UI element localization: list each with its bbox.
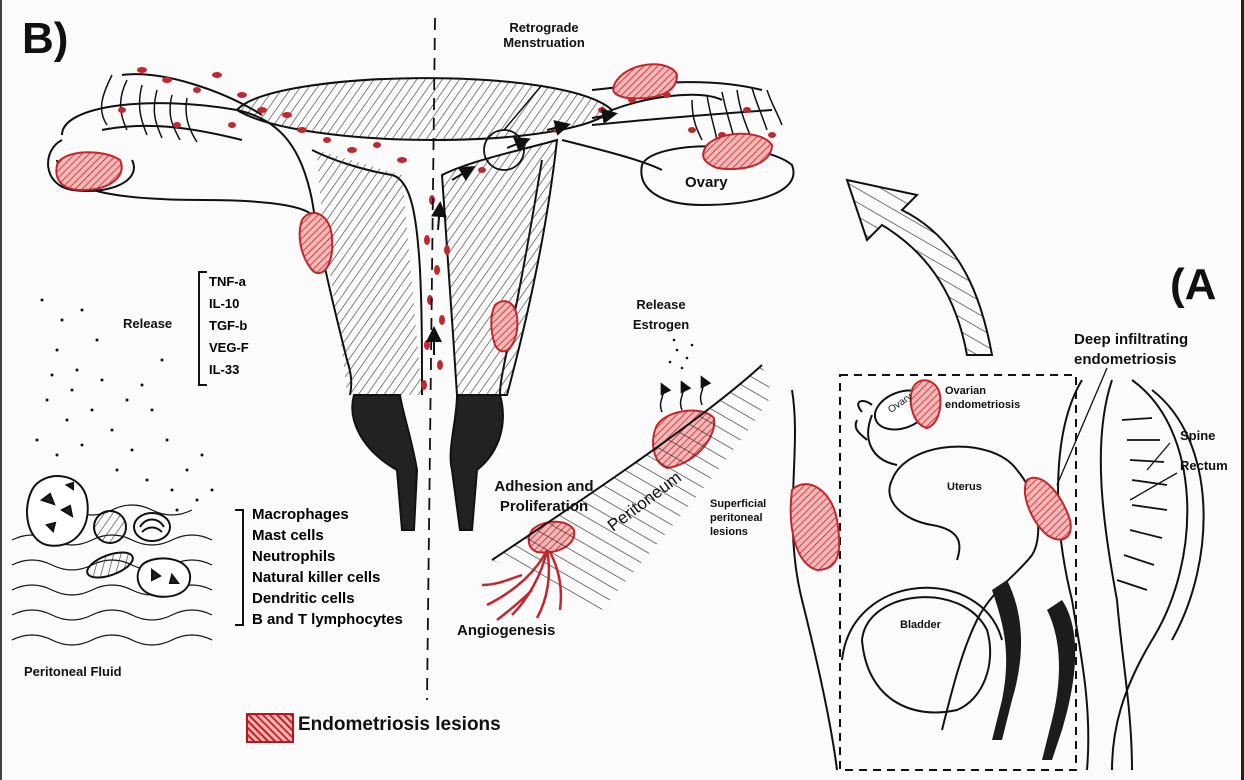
spine-label: Spine: [1180, 428, 1215, 443]
peritoneal-fluid-label: Peritoneal Fluid: [24, 664, 122, 679]
cytokine-item: IL-10: [209, 293, 249, 315]
cytokine-item: VEG-F: [209, 337, 249, 359]
superficial-line-1: Superficial: [710, 497, 766, 511]
deep-line-1: Deep infiltrating: [1074, 330, 1188, 350]
cytokine-item: IL-33: [209, 359, 249, 381]
legend-label: Endometriosis lesions: [298, 714, 501, 736]
legend-swatch: [246, 713, 294, 743]
ovarian-line-1: Ovarian: [945, 384, 1020, 398]
immune-bracket: [235, 510, 243, 625]
uterus-label: Uterus: [947, 480, 982, 494]
vaginal-canal: [992, 580, 1075, 760]
immune-cell-item: Dendritic cells: [252, 588, 403, 609]
cytokine-item: TNF-a: [209, 271, 249, 293]
curved-arrow: [847, 180, 992, 355]
angiogenesis-label: Angiogenesis: [457, 622, 555, 639]
rectum-label: Rectum: [1180, 458, 1228, 473]
ovary-b-label: Ovary: [685, 174, 728, 191]
immune-cell-item: Neutrophils: [252, 546, 403, 567]
sagittal-diagram: [792, 375, 1204, 770]
deep-line-2: endometriosis: [1074, 350, 1188, 370]
superficial-line-2: peritoneal: [710, 511, 766, 525]
fimbriae-left: [102, 75, 197, 142]
retrograde-line-1: Retrograde: [489, 20, 599, 35]
estrogen-release: [661, 378, 704, 412]
release-estrogen-line-2: Estrogen: [621, 315, 701, 335]
adhesion-line-1: Adhesion and: [489, 477, 599, 497]
panel-a-label: (A: [1170, 260, 1216, 310]
retrograde-menstruation-label: Retrograde Menstruation: [489, 20, 599, 50]
estrogen-dots: [669, 339, 694, 370]
retrograde-line-2: Menstruation: [489, 35, 599, 50]
lesions-panel-a: [791, 380, 1071, 570]
cytokine-bracket: [199, 272, 207, 385]
immune-cell-item: Mast cells: [252, 525, 403, 546]
immune-cell-list: Macrophages Mast cells Neutrophils Natur…: [252, 504, 403, 630]
immune-cell-item: Natural killer cells: [252, 567, 403, 588]
spine-lines: [1117, 418, 1167, 590]
immune-cells: [27, 476, 190, 597]
immune-cell-item: Macrophages: [252, 504, 403, 525]
adhesion-label: Adhesion and Proliferation: [489, 477, 599, 517]
deep-infiltrating-label: Deep infiltrating endometriosis: [1074, 330, 1188, 370]
release-label: Release: [123, 316, 172, 331]
superficial-line-3: lesions: [710, 525, 766, 539]
cytokine-list: TNF-a IL-10 TGF-b VEG-F IL-33: [209, 271, 249, 381]
release-estrogen-label: Release Estrogen: [621, 295, 701, 335]
panel-b-label: B): [22, 14, 68, 64]
release-estrogen-line-1: Release: [621, 295, 701, 315]
ovarian-line-2: endometriosis: [945, 398, 1020, 412]
superficial-lesions-label: Superficial peritoneal lesions: [710, 497, 766, 539]
adhesion-line-2: Proliferation: [489, 497, 599, 517]
cytokine-item: TGF-b: [209, 315, 249, 337]
immune-cell-item: B and T lymphocytes: [252, 609, 403, 630]
bladder-label: Bladder: [900, 618, 941, 632]
ovarian-endometriosis-label: Ovarian endometriosis: [945, 384, 1020, 412]
